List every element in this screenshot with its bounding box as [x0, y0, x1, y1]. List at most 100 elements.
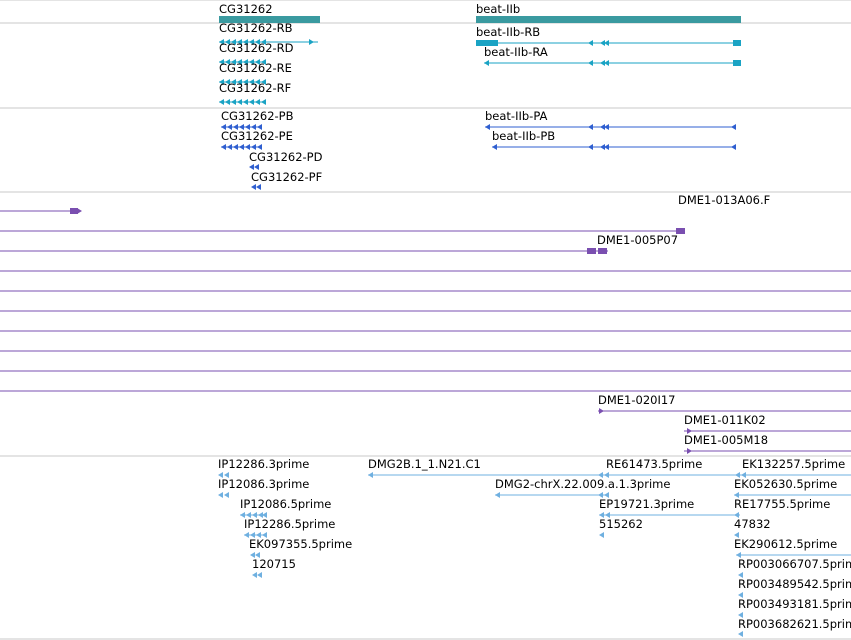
protein-exon[interactable] [221, 144, 226, 150]
transcript-exon[interactable] [588, 40, 593, 46]
est-exon[interactable] [262, 532, 267, 538]
est-exon[interactable] [599, 512, 604, 518]
est-label[interactable]: EK290612.5prime [734, 537, 837, 551]
est-label[interactable]: 120715 [252, 557, 296, 571]
est-label[interactable]: IP12286.3prime [218, 457, 309, 471]
transcript-exon[interactable] [588, 60, 593, 66]
transcript-exon[interactable] [484, 60, 489, 66]
transcript-exon[interactable] [243, 99, 248, 105]
clone-end[interactable] [676, 228, 685, 234]
est-arrow[interactable] [736, 552, 741, 558]
transcript-exon[interactable] [225, 99, 230, 105]
protein-exon[interactable] [600, 144, 605, 150]
transcript-exon[interactable] [219, 79, 224, 85]
est-exon[interactable] [224, 492, 229, 498]
est-label[interactable]: RE17755.5prime [734, 497, 830, 511]
clone-label[interactable]: DME1-011K02 [684, 413, 766, 427]
transcript-exon[interactable] [225, 79, 230, 85]
transcript-exon[interactable] [261, 79, 266, 85]
clone-label[interactable]: DME1-005M18 [684, 433, 768, 447]
protein-exon[interactable] [256, 184, 261, 190]
protein-exon[interactable] [251, 124, 256, 130]
transcript-exon[interactable] [237, 79, 242, 85]
clone-end[interactable] [70, 208, 78, 214]
protein-exon[interactable] [221, 124, 226, 130]
transcript-exon[interactable] [231, 79, 236, 85]
est-exon[interactable] [218, 472, 223, 478]
transcript-label[interactable]: CG31262-RF [219, 81, 291, 95]
protein-end-arrow[interactable] [731, 144, 736, 150]
gene-feature-beat-iib[interactable] [476, 16, 741, 23]
est-exon[interactable] [738, 572, 743, 578]
transcript-exon[interactable] [604, 60, 609, 66]
transcript-exon[interactable] [600, 40, 605, 46]
est-exon[interactable] [735, 472, 740, 478]
transcript-label[interactable]: CG31262-RD [219, 41, 294, 55]
protein-exon[interactable] [257, 144, 262, 150]
transcript-label[interactable]: beat-IIb-RA [484, 45, 548, 59]
transcript-exon[interactable] [249, 39, 254, 45]
transcript-exon[interactable] [219, 39, 224, 45]
transcript-exon[interactable] [604, 40, 609, 46]
est-exon[interactable] [738, 612, 743, 618]
clone-arrow[interactable] [687, 428, 692, 434]
protein-exon[interactable] [257, 124, 262, 130]
est-exon[interactable] [262, 512, 267, 518]
est-label[interactable]: IP12086.5prime [240, 497, 331, 511]
clone-arrow[interactable] [687, 448, 692, 454]
transcript-exon[interactable] [255, 39, 260, 45]
est-exon[interactable] [738, 592, 743, 598]
transcript-exon[interactable] [237, 99, 242, 105]
transcript-exon[interactable] [249, 99, 254, 105]
transcript-exon[interactable] [255, 59, 260, 65]
est-label[interactable]: IP12086.3prime [218, 477, 309, 491]
transcript-exon[interactable] [733, 60, 741, 66]
transcript-exon[interactable] [261, 39, 266, 45]
transcript-exon[interactable] [600, 60, 605, 66]
transcript-exon[interactable] [243, 39, 248, 45]
est-exon[interactable] [598, 472, 603, 478]
transcript-exon[interactable] [261, 59, 266, 65]
transcript-exon[interactable] [249, 59, 254, 65]
protein-exon[interactable] [251, 144, 256, 150]
est-exon[interactable] [734, 532, 739, 538]
protein-exon[interactable] [227, 144, 232, 150]
protein-exon[interactable] [233, 144, 238, 150]
est-exon[interactable] [258, 512, 263, 518]
protein-exon[interactable] [254, 164, 259, 170]
est-exon[interactable] [252, 572, 257, 578]
est-label[interactable]: DMG2-chrX.22.009.a.1.3prime [495, 477, 670, 491]
clone-end[interactable] [598, 248, 607, 254]
est-label[interactable]: DMG2B.1_1.N21.C1 [368, 457, 481, 471]
transcript-exon[interactable] [219, 59, 224, 65]
est-exon[interactable] [224, 472, 229, 478]
protein-exon[interactable] [485, 124, 490, 130]
transcript-exon[interactable] [231, 39, 236, 45]
gene-feature-cg31262[interactable] [219, 16, 320, 23]
protein-exon[interactable] [600, 124, 605, 130]
transcript-exon[interactable] [243, 59, 248, 65]
est-label[interactable]: EK132257.5prime [742, 457, 845, 471]
est-exon[interactable] [605, 512, 610, 518]
est-exon[interactable] [604, 472, 609, 478]
protein-exon[interactable] [233, 124, 238, 130]
est-exon[interactable] [738, 631, 743, 637]
protein-exon[interactable] [249, 164, 254, 170]
est-exon[interactable] [244, 532, 249, 538]
protein-label[interactable]: CG31262-PB [221, 109, 294, 123]
protein-exon[interactable] [239, 124, 244, 130]
est-exon[interactable] [255, 552, 260, 558]
gene-label[interactable]: beat-IIb [476, 2, 520, 16]
est-exon[interactable] [257, 572, 262, 578]
est-arrow[interactable] [368, 472, 373, 478]
est-exon[interactable] [598, 492, 603, 498]
est-exon[interactable] [246, 512, 251, 518]
est-label[interactable]: 515262 [599, 517, 643, 531]
est-exon[interactable] [240, 512, 245, 518]
clone-end[interactable] [587, 248, 596, 254]
protein-label[interactable]: CG31262-PE [221, 129, 293, 143]
est-exon[interactable] [218, 492, 223, 498]
est-label[interactable]: EK052630.5prime [734, 477, 837, 491]
est-exon[interactable] [250, 552, 255, 558]
est-label[interactable]: RP003489542.5prime [738, 577, 851, 591]
